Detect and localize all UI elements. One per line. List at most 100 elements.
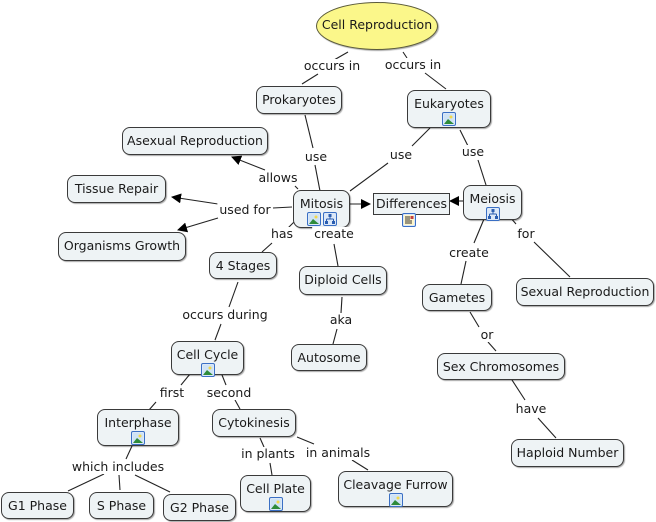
edge bbox=[333, 243, 339, 267]
concept-label: Autosome bbox=[297, 350, 361, 365]
edge bbox=[333, 51, 349, 61]
concept-cleavage-furrow[interactable]: Cleavage Furrow bbox=[338, 471, 453, 507]
concept-meiosis[interactable]: Meiosis bbox=[463, 185, 522, 221]
link-have[interactable]: have bbox=[513, 401, 549, 416]
differences-resources bbox=[402, 213, 416, 227]
concept-gametes[interactable]: Gametes bbox=[422, 284, 492, 311]
concept-g1-phase[interactable]: G1 Phase bbox=[1, 492, 74, 519]
edge bbox=[351, 459, 369, 471]
edge bbox=[473, 218, 485, 244]
image-icon[interactable] bbox=[200, 363, 215, 377]
edge bbox=[460, 260, 467, 285]
image-icon[interactable] bbox=[268, 497, 283, 511]
edge bbox=[259, 437, 265, 448]
edge bbox=[511, 379, 526, 401]
concept-organisms-growth[interactable]: Organisms Growth bbox=[58, 232, 186, 261]
concept-asexual-reproduction[interactable]: Asexual Reproduction bbox=[122, 127, 268, 155]
concept-autosome[interactable]: Autosome bbox=[291, 344, 367, 371]
concept-cell-cycle[interactable]: Cell Cycle bbox=[171, 341, 244, 377]
link-occurs-in-prokaryotes[interactable]: occurs in bbox=[301, 58, 363, 73]
link-allows[interactable]: allows bbox=[256, 170, 300, 185]
concept-label: Eukaryotes bbox=[414, 96, 484, 111]
link-use-eukaryotes-meiosis[interactable]: use bbox=[459, 144, 487, 159]
edge bbox=[67, 473, 105, 492]
concept-cell-reproduction[interactable]: Cell Reproduction bbox=[316, 2, 438, 50]
link-or[interactable]: or bbox=[478, 327, 496, 342]
edge bbox=[134, 474, 171, 493]
concept-sex-chromosomes[interactable]: Sex Chromosomes bbox=[437, 353, 565, 380]
link-used-for[interactable]: used for bbox=[217, 202, 273, 217]
concept-label: S Phase bbox=[96, 498, 147, 513]
edge bbox=[221, 374, 227, 386]
concept-label: Cell Cycle bbox=[176, 347, 239, 362]
concept-interphase[interactable]: Interphase bbox=[97, 409, 179, 446]
image-icon[interactable] bbox=[131, 431, 145, 445]
concept-s-phase[interactable]: S Phase bbox=[89, 492, 154, 519]
concept-mitosis[interactable]: Mitosis bbox=[293, 190, 350, 228]
concept-map-icon[interactable] bbox=[322, 212, 337, 226]
concept-label: Sexual Reproduction bbox=[520, 284, 650, 299]
link-create-mitosis[interactable]: create bbox=[312, 226, 356, 241]
concept-eukaryotes[interactable]: Eukaryotes bbox=[407, 90, 491, 128]
image-icon[interactable] bbox=[306, 212, 321, 226]
link-create-meiosis[interactable]: create bbox=[447, 245, 491, 260]
link-first[interactable]: first bbox=[157, 385, 187, 400]
concept-cytokinesis[interactable]: Cytokinesis bbox=[212, 409, 296, 437]
link-has[interactable]: has bbox=[268, 226, 296, 241]
edge bbox=[469, 311, 480, 328]
link-in-plants[interactable]: in plants bbox=[239, 446, 297, 461]
concept-diploid-cells[interactable]: Diploid Cells bbox=[299, 266, 387, 295]
edge bbox=[349, 162, 389, 192]
edge bbox=[231, 155, 266, 171]
edge bbox=[261, 242, 273, 253]
edge bbox=[214, 323, 222, 341]
link-second[interactable]: second bbox=[204, 385, 254, 400]
edge bbox=[477, 159, 487, 186]
edge bbox=[272, 206, 293, 209]
concept-label: Cytokinesis bbox=[218, 415, 290, 430]
link-use-eukaryotes-mitosis[interactable]: use bbox=[387, 147, 415, 162]
link-occurs-in-eukaryotes[interactable]: occurs in bbox=[382, 57, 444, 72]
edge bbox=[340, 296, 343, 314]
link-use-prokaryotes[interactable]: use bbox=[302, 149, 330, 164]
document-icon[interactable] bbox=[402, 213, 416, 227]
edge bbox=[533, 241, 571, 278]
concept-label: Cleavage Furrow bbox=[343, 477, 448, 492]
concept-label: Cell Plate bbox=[246, 481, 305, 496]
concept-haploid-number[interactable]: Haploid Number bbox=[511, 439, 624, 467]
edge bbox=[301, 73, 319, 85]
concept-differences[interactable]: Differences bbox=[373, 193, 450, 215]
concept-label: Tissue Repair bbox=[74, 181, 159, 196]
concept-sexual-reproduction[interactable]: Sexual Reproduction bbox=[516, 278, 654, 306]
concept-label: Differences bbox=[376, 196, 447, 211]
link-which-includes[interactable]: which includes bbox=[69, 459, 167, 474]
concept-tissue-repair[interactable]: Tissue Repair bbox=[67, 175, 166, 203]
concept-label: Gametes bbox=[428, 290, 486, 305]
concept-label: Sex Chromosomes bbox=[442, 359, 560, 374]
link-occurs-during[interactable]: occurs during bbox=[180, 307, 270, 322]
link-for[interactable]: for bbox=[515, 226, 537, 241]
edge bbox=[411, 127, 431, 147]
concept-prokaryotes[interactable]: Prokaryotes bbox=[256, 86, 342, 114]
link-in-animals[interactable]: in animals bbox=[303, 445, 373, 460]
concept-4-stages[interactable]: 4 Stages bbox=[209, 252, 277, 279]
link-aka[interactable]: aka bbox=[327, 312, 355, 327]
image-icon[interactable] bbox=[388, 493, 403, 507]
image-icon[interactable] bbox=[442, 112, 456, 126]
concept-label: Prokaryotes bbox=[262, 92, 336, 107]
concept-label: Diploid Cells bbox=[304, 272, 382, 287]
edge bbox=[294, 185, 299, 190]
concept-label: Meiosis bbox=[469, 191, 516, 206]
concept-cell-plate[interactable]: Cell Plate bbox=[240, 475, 311, 512]
concept-label: Cell Reproduction bbox=[321, 17, 433, 32]
edge bbox=[269, 462, 273, 476]
concept-label: G2 Phase bbox=[170, 500, 229, 515]
edge bbox=[177, 217, 219, 233]
edge bbox=[171, 193, 219, 205]
concept-label: Asexual Reproduction bbox=[127, 133, 263, 148]
concept-label: Organisms Growth bbox=[63, 238, 181, 253]
concept-map-icon[interactable] bbox=[485, 207, 500, 221]
concept-g2-phase[interactable]: G2 Phase bbox=[163, 494, 236, 521]
edge bbox=[118, 474, 121, 491]
